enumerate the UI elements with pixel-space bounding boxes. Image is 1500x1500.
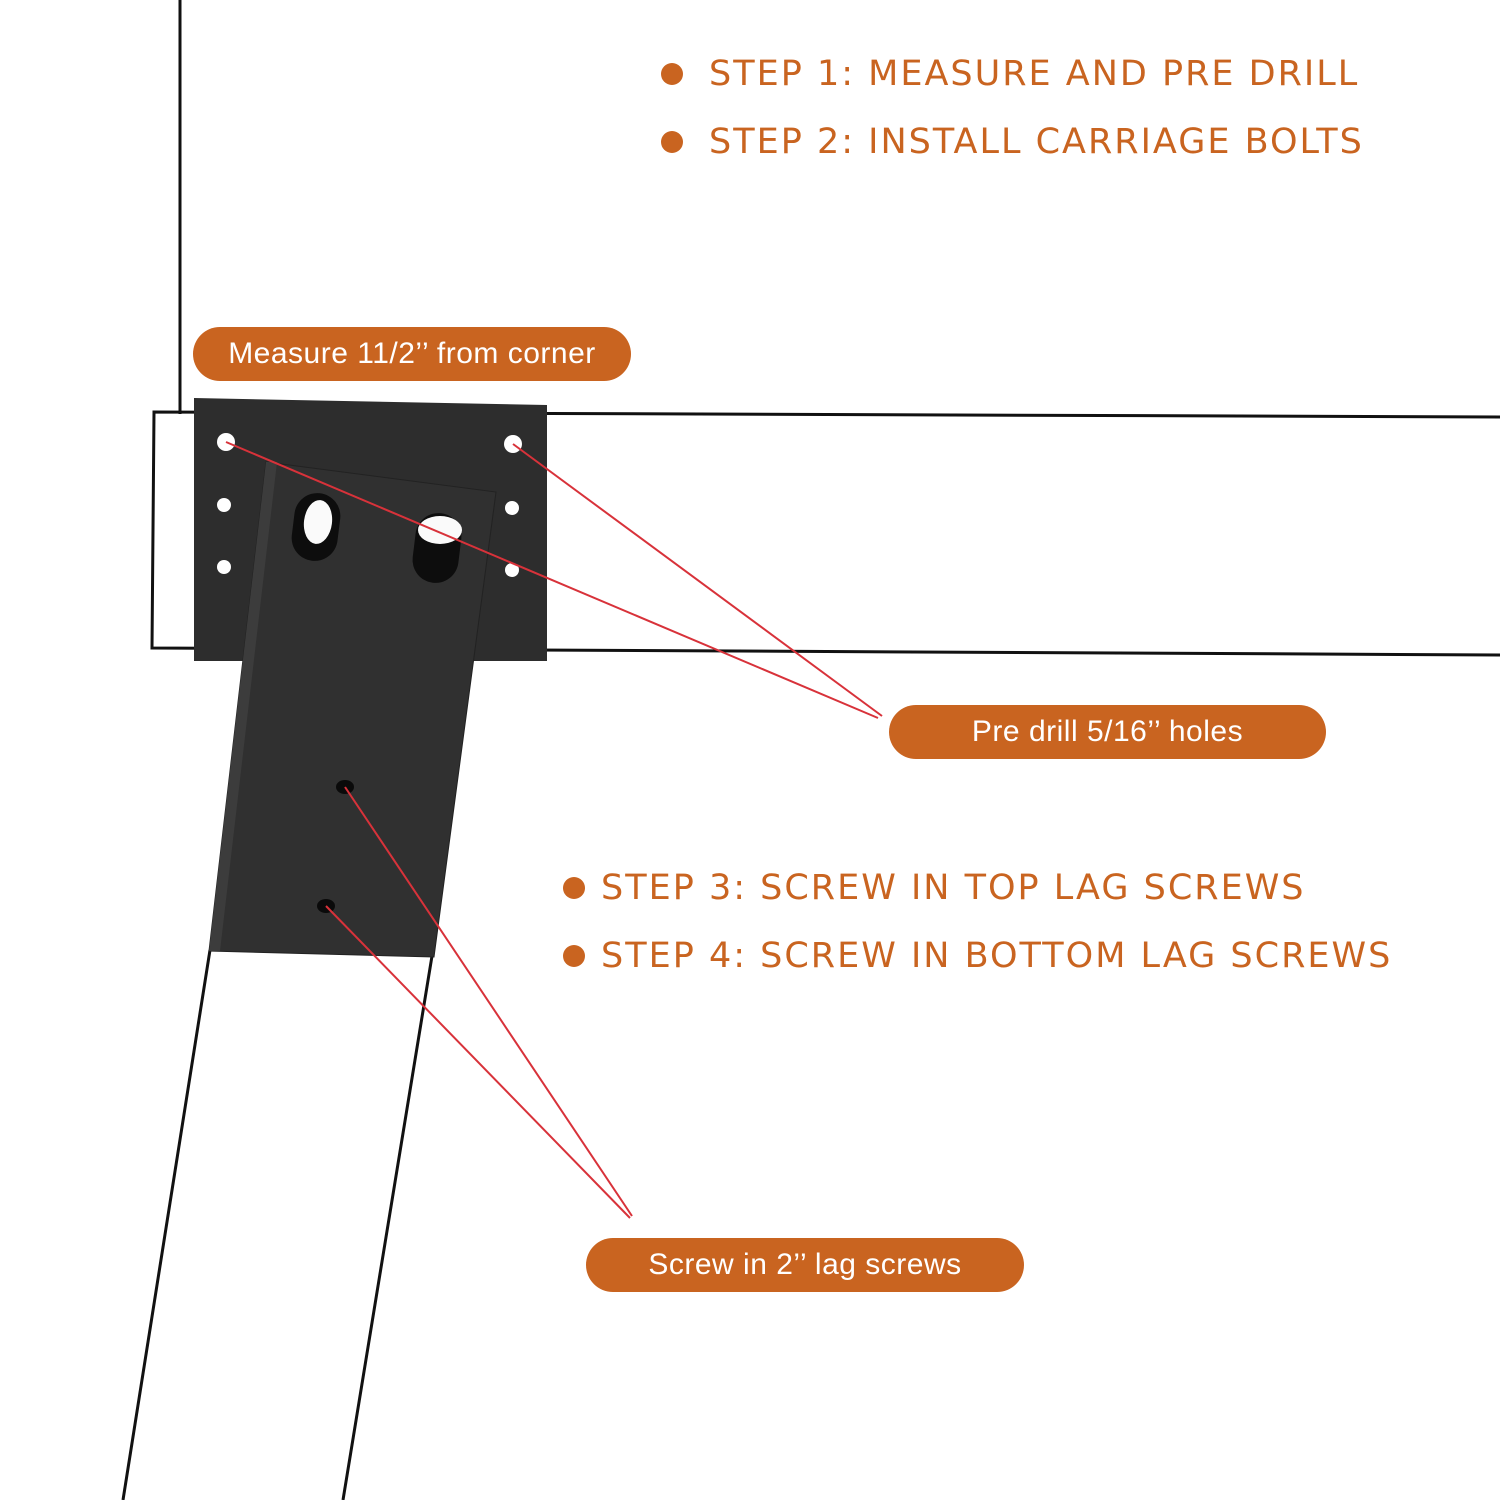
step-1: STEP 1: MEASURE AND PRE DRILL xyxy=(661,40,1364,108)
slot-hole-light xyxy=(303,500,333,544)
step-label: STEP 1: MEASURE AND PRE DRILL xyxy=(709,54,1360,94)
leader-line xyxy=(344,786,633,1217)
bullet-icon xyxy=(661,63,683,85)
step-2: STEP 2: INSTALL CARRIAGE BOLTS xyxy=(661,108,1364,176)
leg-left-edge xyxy=(121,949,212,1500)
lag-screw-callout: Screw in 2’’ lag screws xyxy=(586,1238,1024,1292)
step-label: STEP 2: INSTALL CARRIAGE BOLTS xyxy=(709,122,1364,162)
step-label: STEP 4: SCREW IN BOTTOM LAG SCREWS xyxy=(601,936,1393,976)
steps-bottom-list: STEP 3: SCREW IN TOP LAG SCREWS STEP 4: … xyxy=(563,854,1392,990)
beam-outline xyxy=(150,410,1500,657)
bolt-hole xyxy=(505,563,519,577)
step-3: STEP 3: SCREW IN TOP LAG SCREWS xyxy=(563,854,1392,922)
bolt-hole xyxy=(217,498,231,512)
bullet-icon xyxy=(563,945,585,967)
leader-line xyxy=(225,441,879,719)
leader-line xyxy=(325,905,631,1219)
measure-callout: Measure 11/2’’ from corner xyxy=(193,327,631,381)
step-4: STEP 4: SCREW IN BOTTOM LAG SCREWS xyxy=(563,922,1392,990)
bullet-icon xyxy=(563,877,585,899)
step-label: STEP 3: SCREW IN TOP LAG SCREWS xyxy=(601,868,1306,908)
leader-line xyxy=(512,443,883,717)
bullet-icon xyxy=(661,131,683,153)
bolt-hole xyxy=(217,560,231,574)
pre-drill-callout: Pre drill 5/16’’ holes xyxy=(889,705,1326,759)
bolt-hole xyxy=(505,501,519,515)
bracket-front-plate-edge xyxy=(209,462,277,951)
leg-right-edge xyxy=(341,955,434,1500)
steps-top-list: STEP 1: MEASURE AND PRE DRILL STEP 2: IN… xyxy=(661,40,1364,176)
